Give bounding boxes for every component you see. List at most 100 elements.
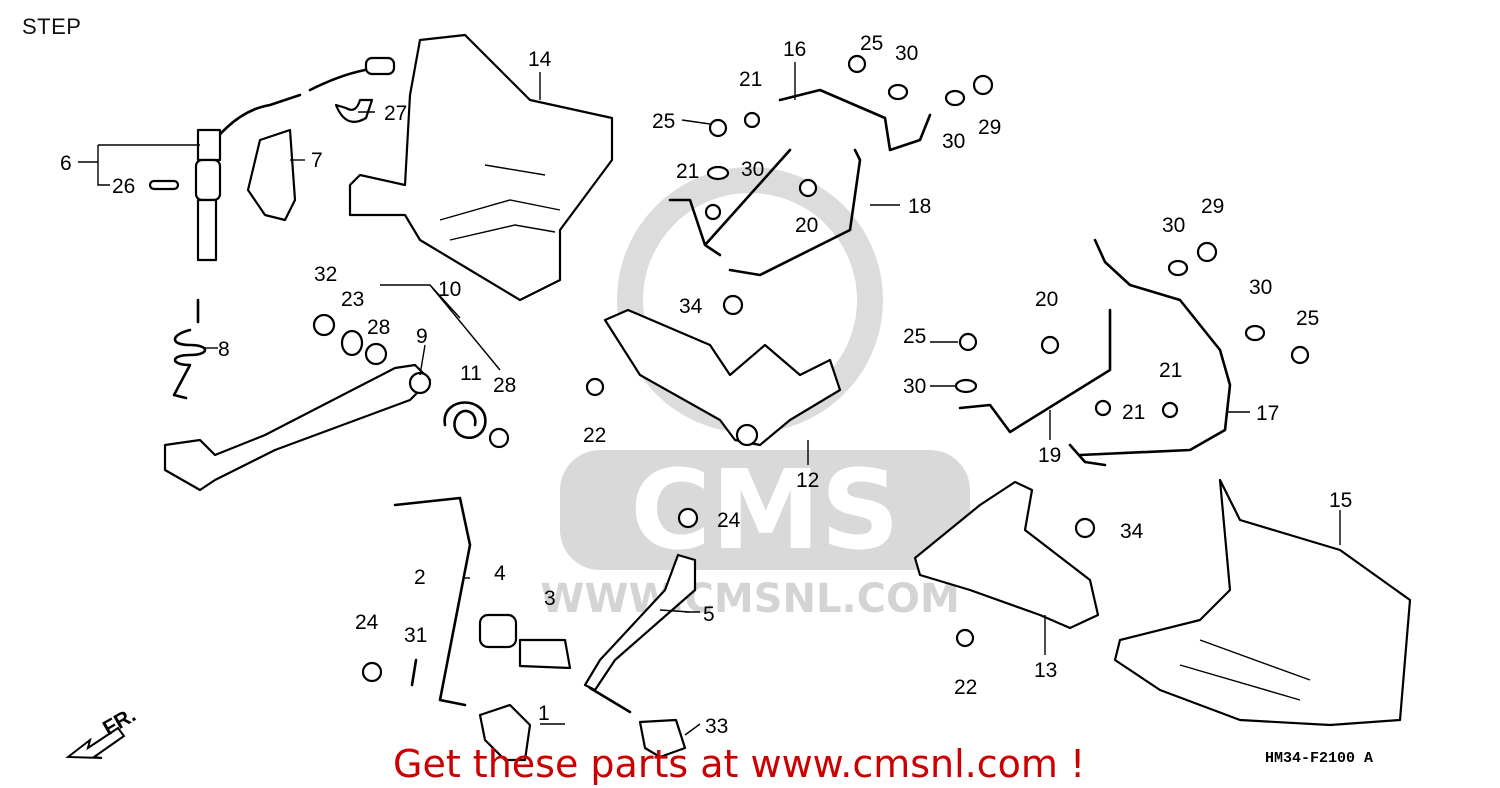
callout-34b: 34	[1120, 520, 1144, 543]
seal-part-28a	[364, 342, 388, 366]
callout-9: 9	[416, 325, 428, 348]
bolt-part-25a	[708, 118, 728, 138]
callout-28a: 28	[367, 316, 390, 339]
bolt-part-22a	[585, 377, 605, 397]
bracket-part-16	[778, 88, 932, 152]
callout-25b: 25	[860, 32, 883, 55]
callout-27: 27	[384, 102, 407, 125]
washer-part-30a	[706, 165, 730, 181]
bracket-part-17	[1078, 238, 1232, 457]
callout-21c: 21	[1159, 359, 1182, 382]
diagram-code: HM34-F2100 A	[1265, 750, 1373, 767]
nut-part-29a	[972, 74, 994, 96]
callout-2: 2	[414, 566, 426, 589]
callout-21a: 21	[739, 68, 762, 91]
callout-30c: 30	[942, 130, 965, 153]
callout-30a: 30	[741, 158, 764, 181]
callout-20a: 20	[795, 214, 818, 237]
bolt-part-21a	[743, 111, 761, 129]
bracket-part-18	[728, 148, 862, 277]
right-step-part	[603, 308, 842, 447]
callout-3: 3	[544, 587, 556, 610]
callout-14: 14	[528, 48, 552, 71]
callout-25a: 25	[652, 110, 675, 133]
washer-part-30f	[954, 378, 978, 394]
washer-part-23	[340, 329, 364, 357]
callout-30d: 30	[1162, 214, 1185, 237]
callout-31: 31	[404, 624, 427, 647]
bolt-part-25c	[1290, 345, 1310, 365]
washer-part-30c	[944, 89, 966, 107]
callout-28b: 28	[493, 374, 516, 397]
front-arrow: FR.	[65, 703, 140, 759]
return-spring-part	[172, 298, 207, 400]
watermark: CMS WWW.CMSNL.COM	[540, 167, 970, 622]
change-pedal-part	[583, 553, 697, 714]
callout-18: 18	[908, 195, 931, 218]
callout-32: 32	[314, 263, 337, 286]
callout-5: 5	[703, 603, 715, 626]
bolt-part-21b	[704, 203, 722, 221]
washer-part-30d	[1167, 259, 1189, 277]
callout-20b: 20	[1035, 288, 1058, 311]
callout-6: 6	[60, 152, 72, 175]
cotter-pin-part	[410, 658, 418, 687]
leader-lines	[78, 62, 1341, 736]
callout-17: 17	[1256, 402, 1279, 425]
callout-34a: 34	[679, 295, 703, 318]
callout-11: 11	[460, 362, 482, 385]
bolt-part-34a	[722, 294, 744, 316]
bolt-part-24b	[677, 507, 699, 529]
callout-15: 15	[1329, 489, 1352, 512]
brake-joint-part	[478, 703, 532, 762]
pedal-spring-part	[443, 401, 487, 440]
bolt-part-34b	[1074, 517, 1096, 539]
callout-25d: 25	[1296, 307, 1319, 330]
left-step-guard-part	[348, 33, 614, 302]
washer-part-30b	[887, 83, 909, 101]
callout-30b: 30	[895, 42, 918, 65]
callout-labels: 1 2 3 4 5 6 7 8 9 10 11 12 13 14 15 16 1…	[60, 32, 1352, 738]
callout-25c: 25	[903, 325, 926, 348]
bolt-part-25d	[958, 332, 978, 352]
callout-10: 10	[438, 278, 461, 301]
right-step-guard-part	[1113, 478, 1412, 727]
brake-pedal-part	[163, 363, 432, 492]
snap-ring-part	[312, 313, 336, 337]
brake-rod-part	[393, 496, 472, 707]
callout-8: 8	[218, 338, 230, 361]
callout-12: 12	[796, 469, 819, 492]
callout-16: 16	[783, 38, 806, 61]
callout-22a: 22	[583, 424, 606, 447]
washer-part-30e	[1244, 324, 1266, 342]
promo-link[interactable]: Get these parts at www.cmsnl.com !	[393, 742, 1086, 786]
bolt-part-21c	[1094, 399, 1112, 417]
switch-bracket-part	[246, 128, 297, 222]
nut-part-29b	[1196, 241, 1218, 263]
seal-part-28b	[488, 427, 510, 449]
callout-29b: 29	[1201, 195, 1224, 218]
callout-26: 26	[112, 175, 135, 198]
bolt-part-21d	[1161, 401, 1179, 419]
stay-wire-part	[668, 148, 792, 257]
callout-21b: 21	[676, 160, 699, 183]
watermark-logo: CMS	[630, 446, 899, 574]
bolt-part-20b	[1040, 335, 1060, 355]
fr-label: FR.	[99, 703, 140, 740]
callout-19: 19	[1038, 444, 1061, 467]
callout-22b: 22	[954, 676, 977, 699]
callout-21d: 21	[1122, 401, 1145, 424]
callout-13: 13	[1034, 659, 1057, 682]
clamp-part	[334, 98, 374, 123]
callout-33: 33	[705, 715, 728, 738]
callout-23: 23	[341, 288, 364, 311]
stop-switch-part	[194, 56, 396, 262]
bracket-part-19	[958, 308, 1112, 467]
callout-30f: 30	[903, 375, 926, 398]
bolt-part-25b	[847, 54, 867, 74]
bolt-part-24a	[361, 661, 383, 683]
pedal-rubber-part	[638, 718, 687, 759]
bolt-part-22b	[955, 628, 975, 648]
callout-7: 7	[311, 149, 323, 172]
